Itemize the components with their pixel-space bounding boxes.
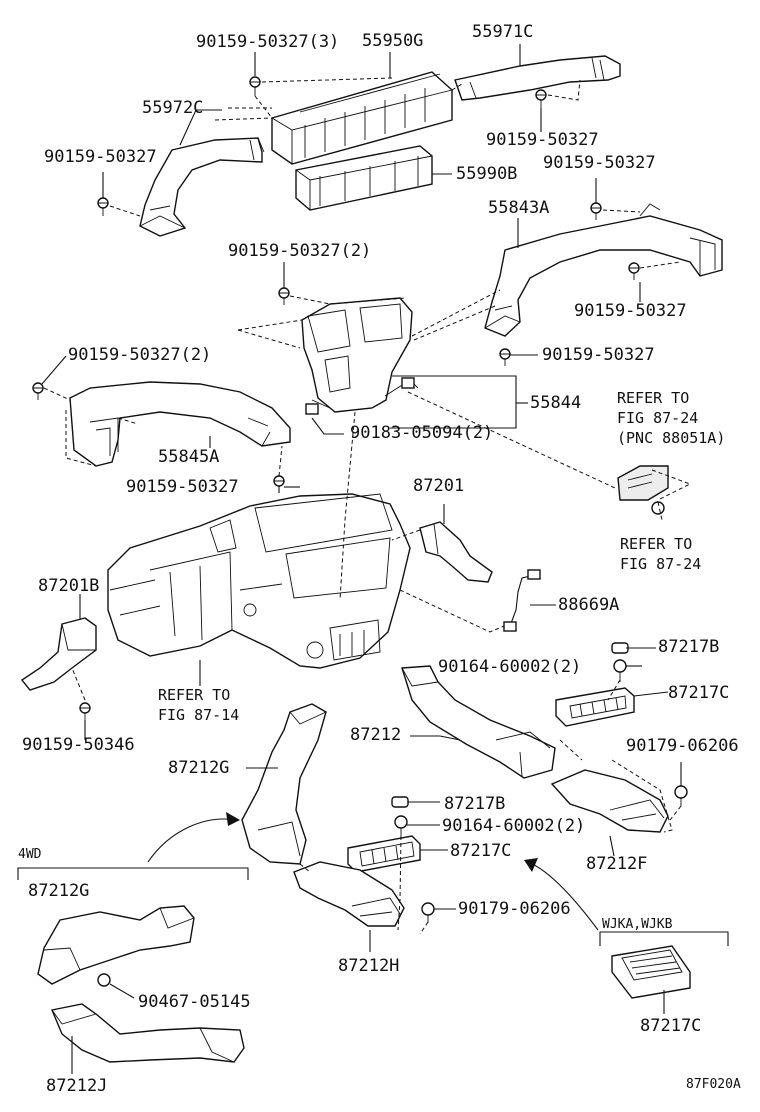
label-90159-50327-c: 90159-50327	[543, 153, 656, 173]
part-87212j	[51, 1003, 245, 1063]
label-55950g: 55950G	[362, 31, 424, 51]
label-90467-05145: 90467-05145	[138, 992, 251, 1012]
label-55971c: 55971C	[472, 22, 534, 42]
part-87217c-upper	[555, 687, 635, 727]
part-87201b	[20, 617, 97, 691]
part-88669a	[503, 569, 541, 632]
label-55845a: 55845A	[158, 447, 220, 467]
label-87217c-c: 87217C	[640, 1016, 702, 1036]
label-90164-60002-b: 90164-60002(2)	[442, 816, 586, 836]
label-87217b-a: 87217B	[658, 637, 720, 657]
part-55971c	[454, 55, 621, 101]
label-fig-87-24-b: FIG 87-24	[620, 555, 702, 573]
part-87217c-wjka	[611, 945, 691, 999]
label-4wd: 4WD	[18, 847, 42, 862]
part-87212h	[293, 861, 405, 927]
dashed-lines	[43, 77, 692, 935]
part-87217c-middle	[347, 835, 421, 873]
leader-lines	[41, 44, 682, 1074]
label-87212h: 87212H	[338, 956, 400, 976]
label-90159-50346: 90159-50346	[22, 735, 135, 755]
part-87201	[419, 521, 493, 583]
part-55990b	[295, 145, 433, 211]
label-87212g-b: 87212G	[28, 881, 90, 901]
label-90179-06206-b: 90179-06206	[458, 899, 571, 919]
label-refer-to-3: REFER TO	[158, 686, 231, 704]
label-90159-50327-f: 90159-50327	[126, 477, 239, 497]
label-55844: 55844	[530, 393, 582, 413]
label-87212g-a: 87212G	[168, 758, 230, 778]
label-fig-87-14: FIG 87-14	[158, 706, 240, 724]
label-90159-50327-2a: 90159-50327(2)	[228, 241, 372, 261]
label-90179-06206-a: 90179-06206	[626, 736, 739, 756]
curved-arrows	[147, 812, 599, 931]
part-heater-unit	[107, 493, 411, 669]
part-55972c	[139, 137, 265, 237]
part-87212f	[550, 769, 669, 833]
part-87212g-center	[241, 703, 327, 865]
label-90164-60002-a: 90164-60002(2)	[438, 657, 582, 677]
label-87217b-b: 87217B	[444, 794, 506, 814]
label-pnc-88051a: (PNC 88051A)	[617, 429, 726, 447]
label-87212j: 87212J	[46, 1076, 108, 1096]
label-55972c: 55972C	[142, 98, 204, 118]
fasteners	[32, 76, 688, 987]
label-87217c-a: 87217C	[668, 683, 730, 703]
label-90183-05094-2: 90183-05094(2)	[350, 423, 494, 443]
label-90159-50327-a: 90159-50327	[486, 130, 599, 150]
label-90159-50327-e: 90159-50327	[542, 345, 655, 365]
part-87212g-4wd	[37, 905, 195, 985]
label-figure-id: 87F020A	[686, 1077, 741, 1092]
label-88669a: 88669A	[558, 595, 620, 615]
label-90159-50327-d: 90159-50327	[574, 301, 687, 321]
label-wjka-wjkb: WJKA,WJKB	[602, 917, 673, 932]
label-90159-50327-3: 90159-50327(3)	[196, 32, 340, 52]
label-90159-50327-2b: 90159-50327(2)	[68, 345, 212, 365]
part-88051a-module	[617, 465, 669, 501]
part-55843a	[484, 203, 723, 337]
part-55950g	[271, 71, 453, 165]
label-87201b: 87201B	[38, 576, 100, 596]
label-87212: 87212	[350, 725, 402, 745]
label-refer-to-1: REFER TO	[617, 389, 690, 407]
part-87212	[401, 665, 556, 779]
label-87201: 87201	[413, 476, 465, 496]
part-55844	[301, 297, 419, 413]
label-55990b: 55990B	[456, 164, 518, 184]
group-brackets	[17, 867, 729, 946]
label-refer-to-2: REFER TO	[620, 535, 693, 553]
label-fig-87-24-a: FIG 87-24	[617, 409, 699, 427]
label-87217c-b: 87217C	[450, 841, 512, 861]
label-90159-50327-b: 90159-50327	[44, 147, 157, 167]
label-55843a: 55843A	[488, 198, 550, 218]
label-87212f: 87212F	[586, 854, 648, 874]
